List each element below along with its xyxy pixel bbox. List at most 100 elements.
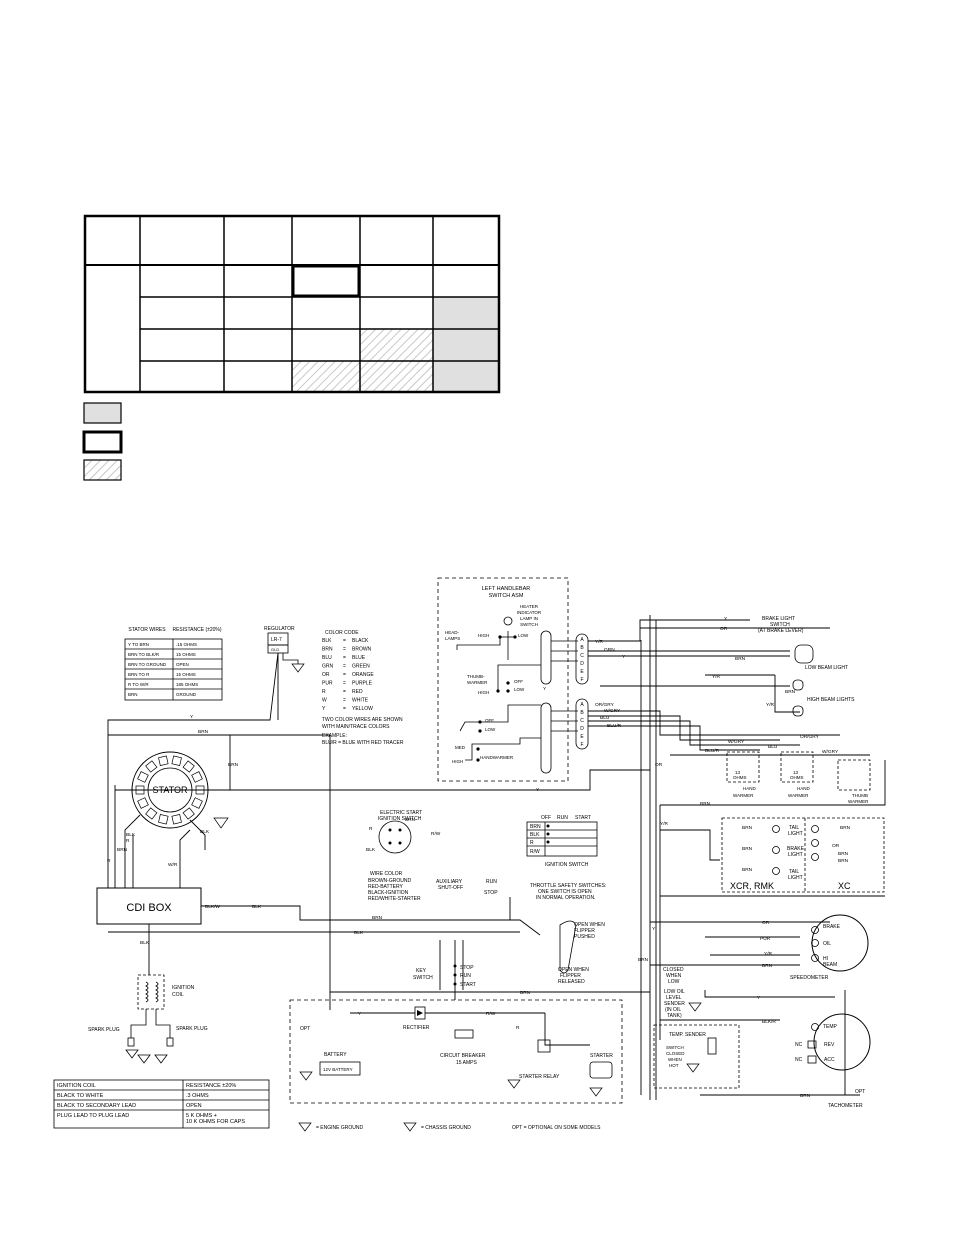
key-position-label: RUN — [460, 973, 471, 979]
color-code-abbr: OR — [322, 672, 330, 678]
key-switch-label: SWITCH — [413, 975, 433, 981]
hand-warmer-label: WARMER — [788, 793, 809, 798]
color-code-name: BLACK — [352, 638, 369, 644]
low-oil-label: LEVEL — [666, 995, 682, 1001]
regulator-sub: GLD — [271, 647, 279, 652]
wire-label: OR/GRY — [800, 734, 820, 740]
spark-plug-label: SPARK PLUG — [176, 1026, 208, 1032]
color-code-eq: = — [343, 638, 346, 644]
ign-row: R/W — [530, 849, 540, 855]
xcr-rmk-label: XCR, RMK — [730, 881, 774, 891]
heater-label: LAMP IN — [520, 616, 538, 621]
ignition-coil-label: COIL — [172, 992, 184, 998]
color-code-eq: = — [343, 689, 346, 695]
oil-temp-sensors: CLOSED WHEN LOW LOW OIL LEVEL SENDER (IN… — [653, 967, 740, 1089]
wire-label: BRN — [700, 801, 711, 807]
wire-label: Y — [536, 787, 540, 793]
color-code-abbr: Y — [322, 706, 326, 712]
closed-when-low: LOW — [668, 979, 680, 985]
ign-table-title: IGNITION SWITCH — [545, 862, 589, 868]
warmers: 13 OHMS 13 OHMS HAND WARMER HAND WARMER … — [726, 751, 871, 804]
connector-letter: F — [580, 677, 583, 683]
starter-label: STARTER — [590, 1053, 613, 1059]
connector-letter: F — [580, 742, 583, 748]
wire-label: Y — [652, 926, 656, 932]
ign-row: R — [530, 840, 534, 846]
headlamps-label: HEAD- — [445, 630, 460, 635]
stator-table-cell: BRN TO R — [128, 672, 150, 677]
aux-label: SHUT-OFF — [438, 885, 463, 891]
low-label: LOW — [514, 687, 525, 692]
speedo-label: BRAKE — [823, 924, 841, 930]
opt-label: OPT — [300, 1026, 310, 1032]
wire-label: R — [369, 826, 373, 832]
connector-letter: C — [580, 653, 584, 659]
wire-label: GRN — [604, 647, 615, 653]
stator-coil — [145, 760, 158, 773]
coil-table-cell: PLUG LEAD TO PLUG LEAD — [57, 1113, 129, 1119]
headlights: LOW BEAM LIGHT HIGH BEAM LIGHTS — [792, 644, 855, 717]
color-code-abbr: BLU — [322, 655, 332, 661]
spark-plug-label: SPARK PLUG — [88, 1027, 120, 1033]
wire-label: BLK — [366, 847, 376, 853]
wire-label: OR — [762, 920, 770, 926]
ign-header: OFF — [541, 815, 551, 821]
ohms-label: OHMS — [790, 775, 804, 780]
coil-table-cell: BLACK TO WHITE — [57, 1093, 104, 1099]
coil-table-cell: RESISTANCE ±20% — [186, 1083, 236, 1089]
closed-when-low: WHEN — [666, 973, 682, 979]
key-switch-label: KEY — [416, 968, 427, 974]
ground-legend: = ENGINE GROUND = CHASSIS GROUND OPT = O… — [298, 1122, 601, 1132]
chassis-ground-label: = CHASSIS GROUND — [421, 1125, 471, 1131]
stator-resistance-table: STATOR WIRES RESISTANCE (±20%) Y TO BRN.… — [124, 627, 223, 701]
color-note-4: BLU/R = BLUE WITH RED TRACER — [322, 740, 404, 746]
wire-label: Y/R — [764, 951, 773, 957]
headlamps-label: LAMPS — [445, 636, 460, 641]
stator-table-cell: OPEN — [176, 662, 189, 667]
tail-light-label: TAIL — [789, 869, 799, 875]
color-code-eq: = — [343, 698, 346, 704]
tach-opt-label: OPT — [855, 1089, 865, 1095]
wire-label: W/GRY — [604, 708, 621, 714]
speedometer-label: SPEEDOMETER — [790, 975, 829, 981]
color-note-3: EXAMPLE: — [322, 733, 347, 739]
color-code-abbr: BLK — [322, 638, 332, 644]
temp-sender-icon — [707, 1037, 717, 1055]
stator-coil — [158, 755, 169, 766]
coil-table-cell: 10 K OHMS FOR CAPS — [186, 1119, 245, 1125]
switch-closed-label: SWITCH — [666, 1045, 684, 1050]
stator-table-cell: .15 OHMS — [176, 642, 197, 647]
connector-letter: B — [580, 645, 584, 651]
wire-label: BRN — [838, 851, 849, 857]
low-label: LOW — [518, 633, 529, 638]
regulator-title: REGULATOR — [264, 626, 295, 632]
low-label: LOW — [485, 727, 496, 732]
cdi-box: CDI BOX — [96, 887, 202, 925]
gray-cell — [433, 297, 499, 329]
legend-bold-swatch — [82, 430, 123, 454]
switch-closed-label: CLOSED — [666, 1051, 685, 1056]
connector-letter: E — [580, 734, 584, 740]
wire-color-entry: RED/WHITE-STARTER — [368, 896, 421, 902]
color-code-eq: = — [343, 681, 346, 687]
wire-label: BRN — [638, 957, 649, 963]
stator-coil — [158, 814, 169, 825]
stator-table-cell: 15 OHMS — [176, 652, 196, 657]
color-code-eq: = — [343, 655, 346, 661]
wire-label: BRN — [742, 825, 753, 831]
coil-table-cell: 5 K OHMS + — [186, 1113, 217, 1119]
stator-coil — [145, 807, 158, 820]
tail-brake-lights: TAIL LIGHT BRAKE LIGHT TAIL LIGHT XCR, R… — [721, 817, 885, 893]
low-oil-label: LOW OIL — [664, 989, 685, 995]
tach-label: ACC — [824, 1057, 835, 1063]
throttle-note: THROTTLE SAFETY SWITCHES: — [530, 883, 606, 889]
coil-table-cell: IGNITION COIL — [57, 1083, 96, 1089]
color-code-name: WHITE — [352, 698, 369, 704]
switch-closed-label: HOT — [669, 1063, 679, 1068]
battery-inner-label: 12V BATTERY — [323, 1067, 353, 1072]
indicator-lamp-icon — [503, 616, 513, 626]
wire-label: BRN — [838, 858, 849, 864]
connector-letter: C — [580, 718, 584, 724]
color-note-1: TWO COLOR WIRES ARE SHOWN — [322, 717, 403, 723]
low-beam-bulb-icon — [794, 644, 814, 664]
